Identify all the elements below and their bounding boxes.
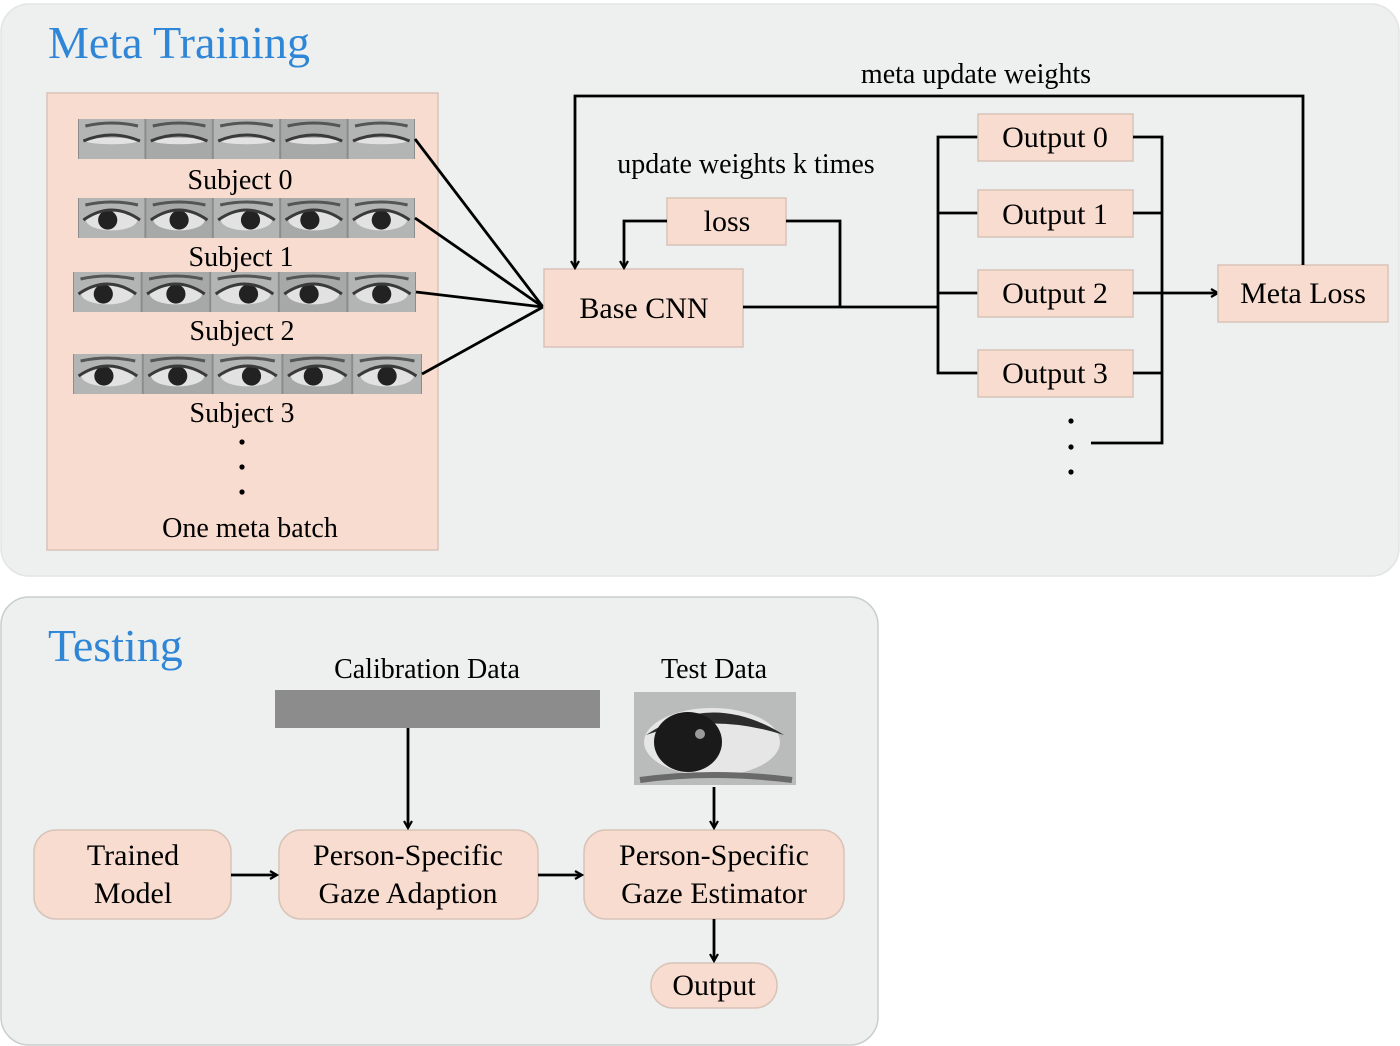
meta-loss-label: Meta Loss	[1240, 277, 1366, 310]
calibration-label: Calibration Data	[334, 654, 520, 685]
eye-thumbnail	[146, 119, 212, 159]
subject-label-1: Subject 1	[189, 242, 294, 273]
meta-loss-box	[1217, 264, 1389, 323]
eye-thumbnail	[279, 272, 347, 312]
eye-thumbnail	[213, 354, 282, 394]
eye-thumbnail	[281, 119, 347, 159]
output-box-3	[977, 349, 1134, 398]
eye-thumbnail	[281, 198, 347, 238]
loss-box	[666, 197, 787, 246]
subject-label-3: Subject 3	[190, 398, 295, 429]
meta-training-title: Meta Training	[48, 17, 310, 68]
gaze-adaption-label-line2: Gaze Adaption	[318, 877, 497, 910]
eye-thumbnail	[348, 198, 414, 238]
gaze-estimator-label-line2: Gaze Estimator	[621, 877, 807, 910]
output-box-1	[977, 189, 1134, 238]
eye-thumbnail	[79, 119, 145, 159]
batch-label: One meta batch	[162, 513, 338, 544]
subject-to-cnn-lines	[413, 138, 545, 376]
trained-model-label-line1: Trained	[87, 839, 179, 872]
output-label-1: Output 1	[1002, 198, 1108, 231]
base-cnn-label: Base CNN	[579, 292, 708, 325]
eye-thumbnail	[353, 354, 421, 394]
test-output-box	[650, 962, 778, 1009]
eye-thumbnail	[213, 119, 280, 159]
meta-batch-box	[46, 92, 439, 551]
eye-thumbnail	[74, 272, 141, 312]
eye-thumbnail	[74, 354, 142, 394]
output-box-2	[977, 269, 1134, 318]
output-branch-lines	[936, 135, 978, 375]
eye-thumbnail	[79, 198, 145, 238]
output-label-3: Output 3	[1002, 357, 1108, 390]
calibration-eye-images	[275, 690, 600, 728]
gaze-estimator-label-line1: Person-Specific	[619, 839, 809, 872]
testing-arrows	[231, 728, 714, 961]
testing-title: Testing	[48, 620, 183, 671]
inner-loop-lines	[624, 219, 938, 309]
test-output-label: Output	[672, 969, 756, 1002]
eye-thumbnail	[142, 272, 210, 312]
outputs-ellipsis	[1068, 418, 1074, 475]
eye-thumbnail	[348, 119, 414, 159]
output-label-2: Output 2	[1002, 277, 1108, 310]
meta-update-line	[575, 94, 1305, 268]
batch-ellipsis	[239, 439, 245, 495]
meta-update-label: meta update weights	[861, 59, 1091, 90]
output-box-0	[977, 113, 1134, 162]
eye-thumbnail	[213, 198, 280, 238]
test-eye-image	[634, 692, 796, 785]
loss-label: loss	[704, 205, 751, 238]
update-k-label: update weights k times	[617, 149, 874, 180]
eye-thumbnail	[143, 354, 212, 394]
eye-thumbnail	[283, 354, 352, 394]
test-data-label: Test Data	[661, 654, 768, 685]
eye-thumbnail	[348, 272, 415, 312]
gaze-adaption-label-line1: Person-Specific	[313, 839, 503, 872]
trained-model-label-line2: Model	[94, 877, 172, 910]
output-label-0: Output 0	[1002, 121, 1108, 154]
base-cnn-box	[543, 268, 744, 348]
eye-thumbnail	[146, 198, 212, 238]
subject-label-2: Subject 2	[190, 316, 295, 347]
output-merge-lines	[1091, 135, 1218, 445]
eye-thumbnail	[211, 272, 278, 312]
subject-label-0: Subject 0	[188, 165, 293, 196]
